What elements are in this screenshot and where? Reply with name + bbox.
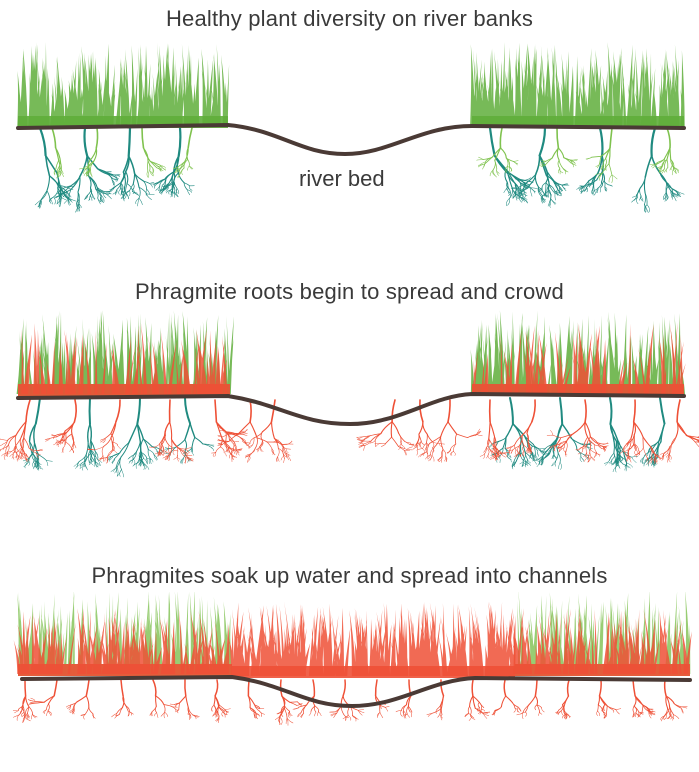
mixed-grass-right <box>512 592 691 676</box>
river-bed-label: river bed <box>299 166 385 192</box>
panel-1-title: Healthy plant diversity on river banks <box>0 6 699 32</box>
phragmite-channels-illustration <box>0 592 699 770</box>
phragmite-channel-fill <box>229 602 516 678</box>
phragmite-spread-illustration <box>0 306 699 556</box>
phragmite-roots <box>0 400 699 464</box>
mixed-grass-left <box>14 592 232 676</box>
grass-right <box>471 310 686 396</box>
healthy-riverbank-illustration <box>0 34 699 274</box>
phragmite-roots <box>13 680 687 725</box>
ground-line <box>18 125 684 154</box>
grass-right <box>470 42 685 128</box>
grass-left <box>17 310 234 396</box>
grass-left <box>17 42 229 128</box>
ground-line <box>18 394 684 424</box>
panel-3-title: Phragmites soak up water and spread into… <box>0 563 699 589</box>
panel-2-title: Phragmite roots begin to spread and crow… <box>0 279 699 305</box>
